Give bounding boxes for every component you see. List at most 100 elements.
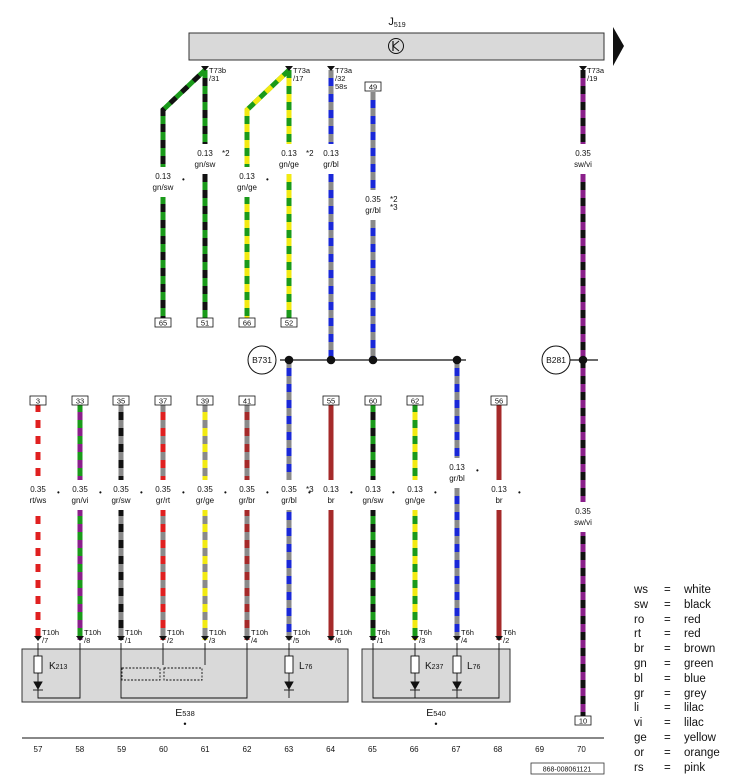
svg-text:49: 49 [369,83,377,92]
legend-eq: = [664,687,671,700]
module-pin-label: T10h/6 [327,628,352,645]
junction-dot [452,355,462,365]
wire-dot: • [57,488,60,497]
wire-size: 0.35 [197,485,213,494]
wire-size: 0.13 [491,485,507,494]
svg-text:T6h/2: T6h/2 [503,628,516,645]
track-number: 65 [368,745,377,754]
wire-color: gr/ge [196,496,215,505]
legend-code: gn [634,657,647,670]
legend-eq: = [664,613,671,626]
wire-dot: • [350,488,353,497]
labels-layer: 0.13gn/sw•650.13gn/sw*2510.13gn/ge•660.1… [30,81,592,726]
wire-label-w15b: 0.35 sw/vi [574,507,592,527]
terminal-box: 56 [490,395,508,406]
legend-eq: = [664,717,671,730]
relay-k237-label: K237 [425,661,443,672]
legend-row: bl=blue [634,672,738,687]
wire-w9 [143,404,183,640]
wire-dot: • [140,488,143,497]
module-labels: E538 • E540 • [175,707,446,729]
control-unit-bar [188,27,624,66]
track-number: 58 [75,745,84,754]
wire-color: sw/vi [574,518,592,527]
svg-text:T10h/5: T10h/5 [293,628,310,645]
svg-text:T10h/2: T10h/2 [167,628,184,645]
wire-size: 0.35 [239,485,255,494]
svg-text:52: 52 [285,319,293,328]
wire-size: 0.35 [30,485,46,494]
terminal-box: 10 [574,715,592,726]
legend-row: ge=yellow [634,731,738,746]
track-number: 59 [117,745,126,754]
terminal-box: 35 [112,395,130,406]
lamp-l76-label: L76 [299,661,312,672]
svg-text:T10h/1: T10h/1 [125,628,142,645]
legend-meaning: red [684,628,701,641]
terminal-box: 62 [406,395,424,406]
legend-code: li [634,702,640,715]
svg-text:65: 65 [159,319,167,328]
wire-color: gn/sw [363,496,384,505]
module-pin-label: T10h/2 [159,628,184,645]
track-number: 62 [243,745,252,754]
legend-code: vi [634,717,643,730]
wire-color: gr/bl [281,496,297,505]
legend-meaning: orange [684,746,720,759]
junction-dot [326,355,336,365]
module-internal-wiring [33,643,500,699]
track-number: 63 [284,745,293,754]
svg-text:56: 56 [495,397,503,406]
svg-text:T6h/4: T6h/4 [461,628,474,645]
module-pin-label: T6h/2 [495,628,516,645]
connector-t73b-31: T73b/31 [209,66,226,83]
module-e538-dot: • [183,719,186,729]
wire-note: *2 [306,149,314,158]
transistor-icon [388,38,404,54]
track-number: 66 [410,745,419,754]
wire-w17 [437,360,477,640]
doc-number-box: 868-008061121 [530,762,605,775]
wire-w13 [311,404,351,640]
splice-b731: B731 [247,345,277,375]
legend-row: vi=lilac [634,716,738,731]
wire-size: 0.13 [197,149,213,158]
wire-w11 [227,404,267,640]
svg-text:10: 10 [579,717,587,726]
wire-size: 0.35 [575,507,591,516]
module-e540-box [361,648,511,703]
wire-note: *2 [222,149,230,158]
wire-w7 [60,404,100,640]
track-number: 67 [452,745,461,754]
terminal-box: 66 [238,317,256,328]
svg-text:T10h/4: T10h/4 [251,628,268,645]
wire-w3 [269,70,309,318]
module-pin-label: T10h/8 [76,628,101,645]
legend-meaning: brown [684,643,716,656]
wire-size: 0.35 [365,195,381,204]
legend-row: ws=white [634,583,738,598]
terminal-box: 49 [364,81,382,92]
module-component-labels: K213 L76 K237 L76 [49,661,480,672]
svg-text:T10h/8: T10h/8 [84,628,101,645]
svg-text:B281: B281 [546,355,566,365]
legend-meaning: yellow [684,731,716,744]
wire-dot: • [476,466,479,475]
legend-eq: = [664,746,671,759]
terminal-box: 60 [364,395,382,406]
wire-dot: • [266,175,269,184]
module-pin-label: T10h/3 [201,628,226,645]
